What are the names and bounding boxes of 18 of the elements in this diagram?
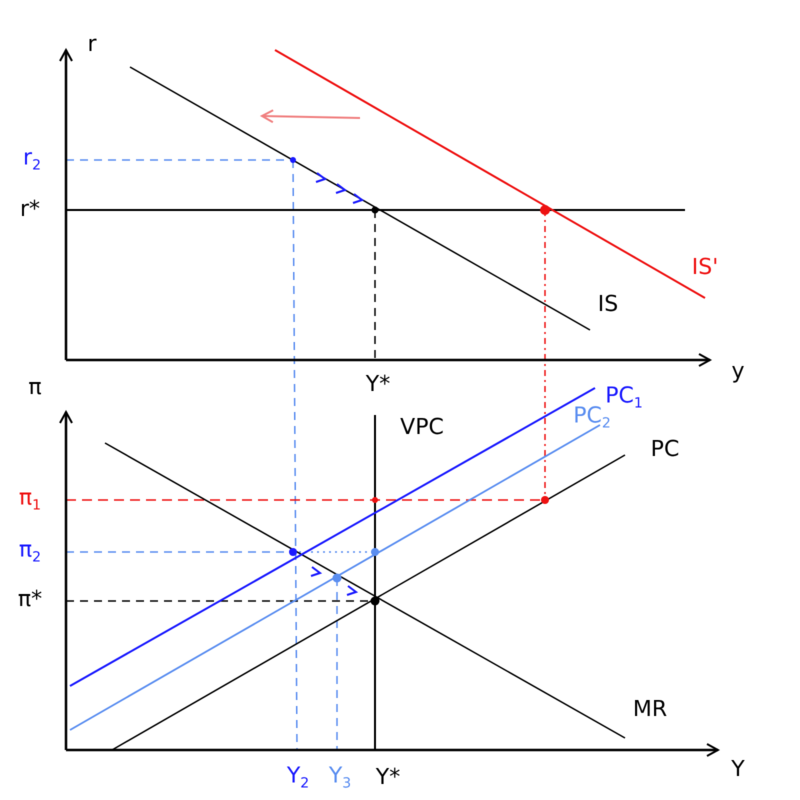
tick-label: π* — [18, 589, 42, 611]
tick-label: Y$_{3}$ — [328, 765, 352, 791]
curve-label: MR — [632, 699, 668, 721]
tick-label: Y* — [376, 767, 400, 789]
axis-label: Y — [731, 759, 745, 781]
tick-label: r$_{2}$ — [23, 147, 41, 173]
tick-label: r* — [20, 199, 40, 221]
axis-label: y — [731, 361, 745, 383]
axis-label: π — [28, 377, 42, 399]
curve-label: PC — [650, 439, 680, 461]
tick-label: π$_{2}$ — [18, 539, 42, 565]
curve-label: VPC — [400, 417, 444, 439]
curve-label: IS' — [692, 257, 718, 279]
axis-label: r — [87, 34, 97, 56]
tick-label: Y* — [366, 374, 390, 396]
curve-label: IS — [598, 294, 618, 316]
tick-label: Y$_{2}$ — [286, 765, 310, 791]
tick-label: π$_{1}$ — [18, 487, 42, 513]
